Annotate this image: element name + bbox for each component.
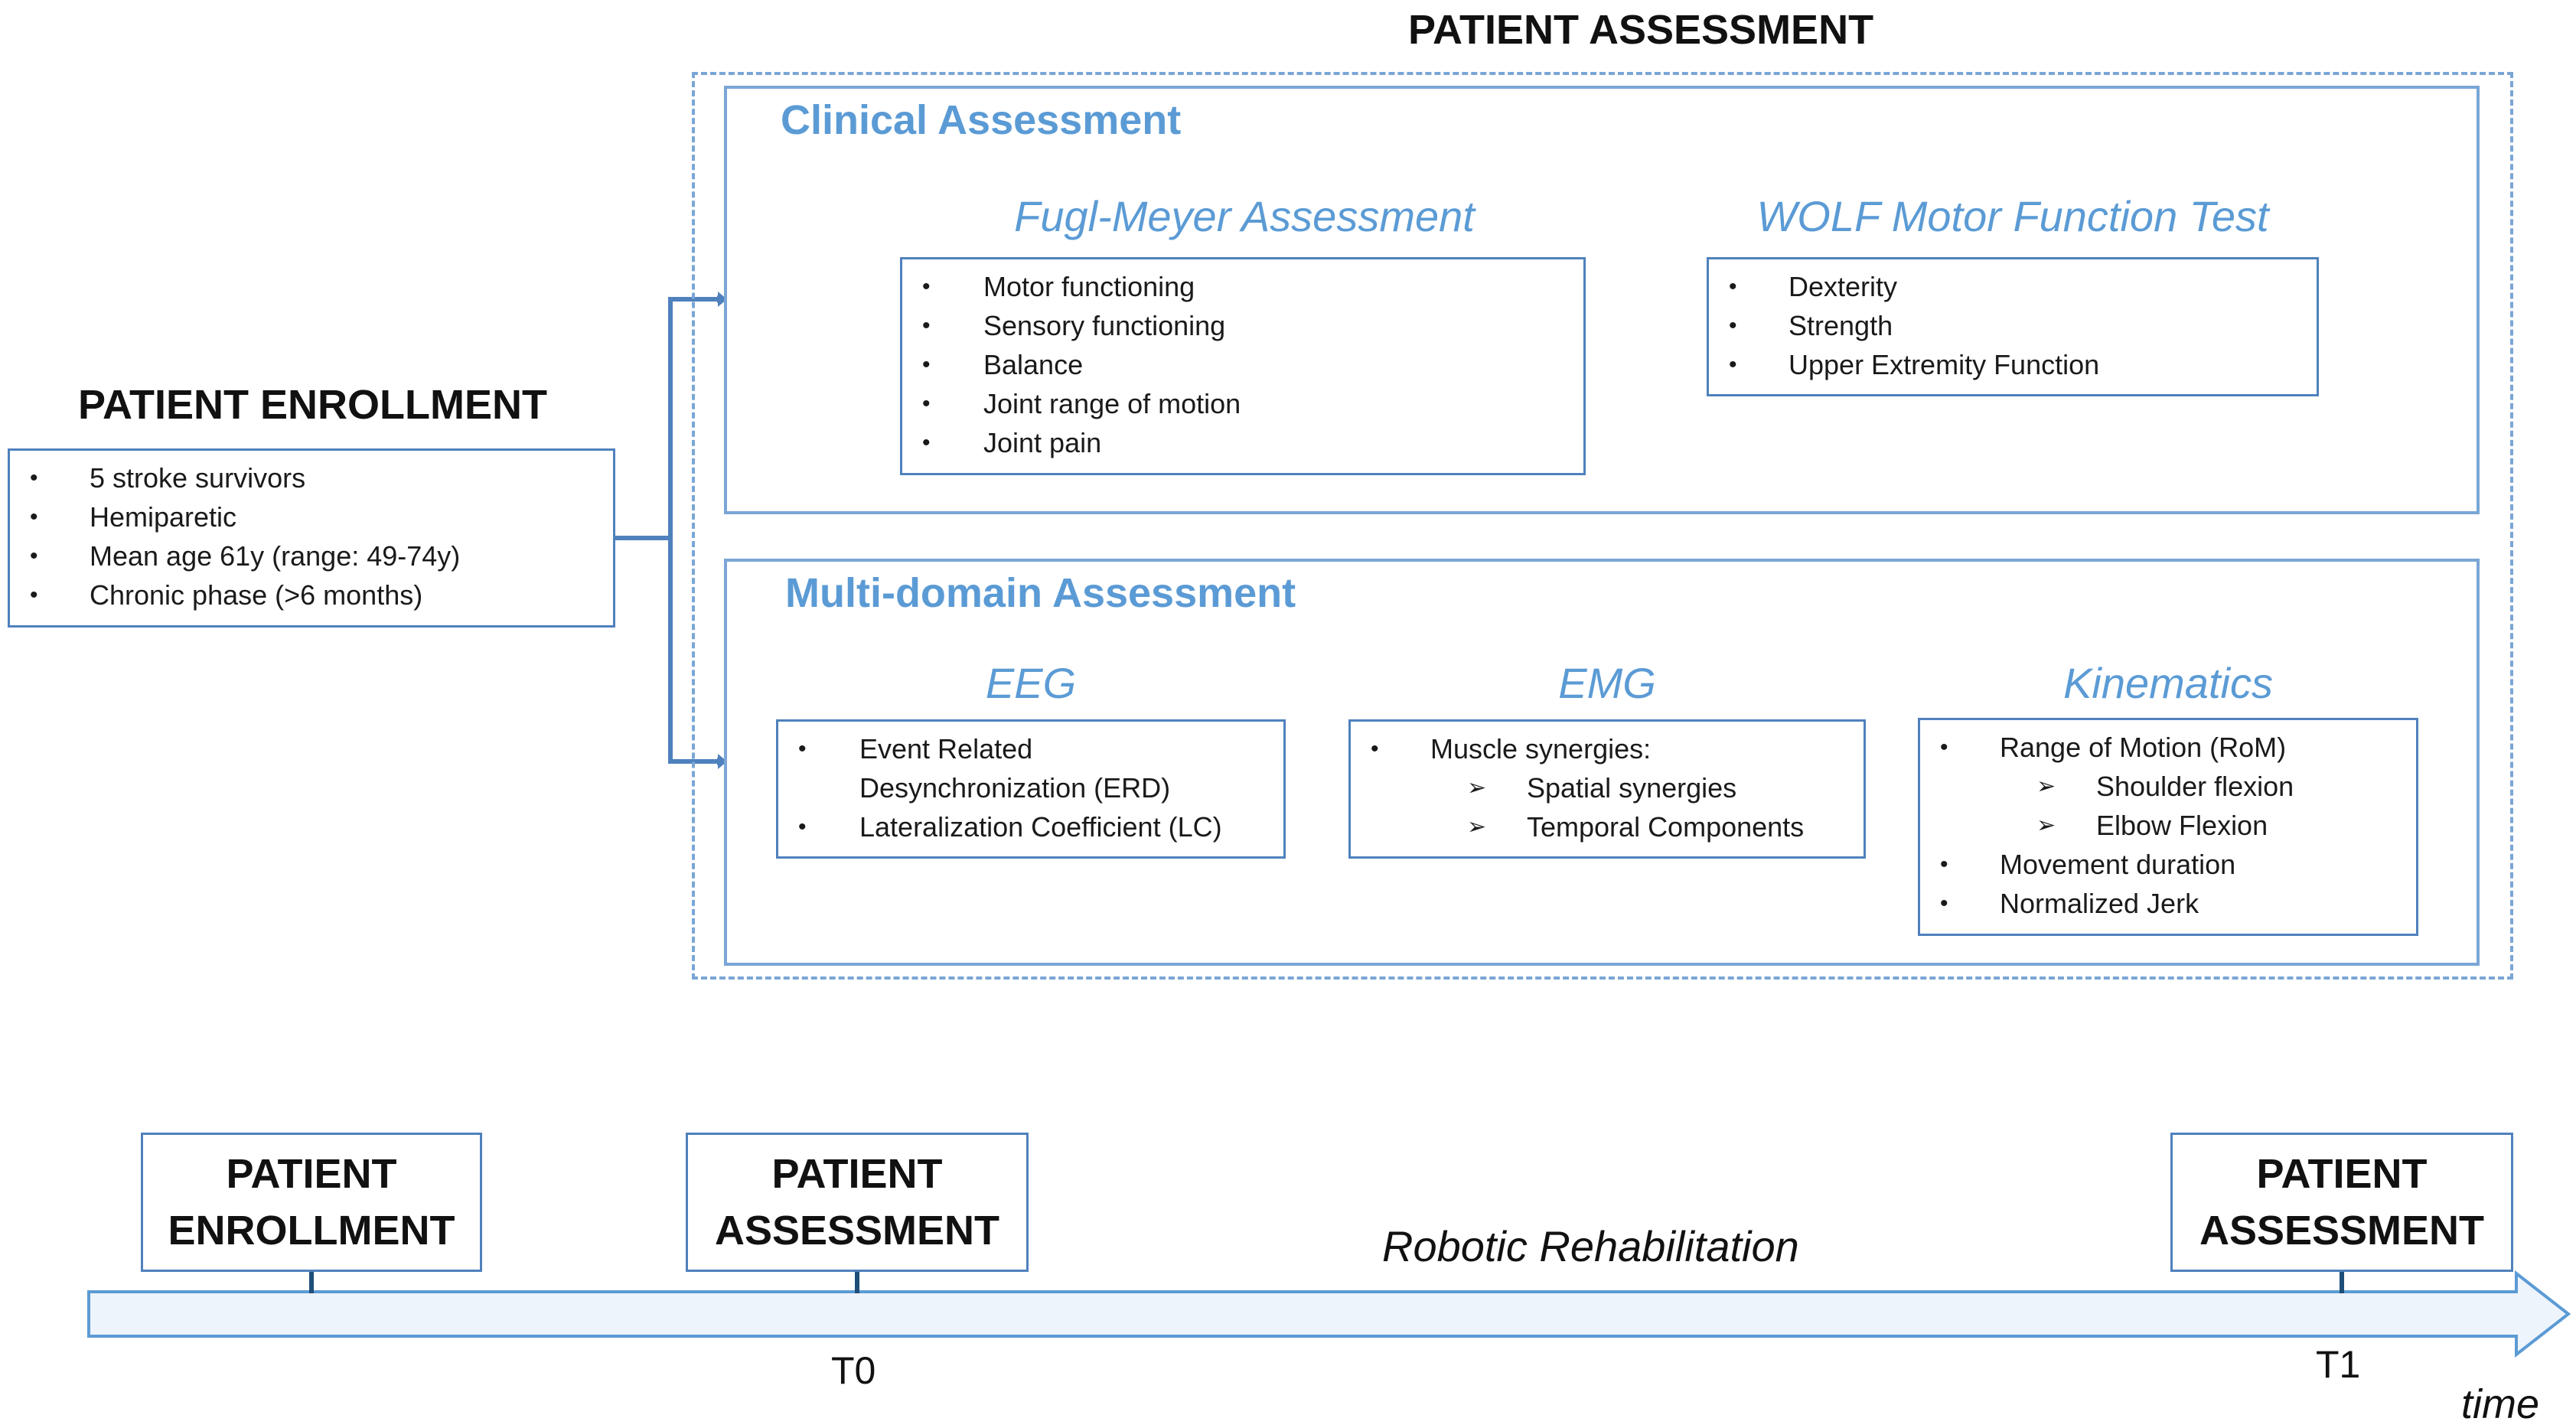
patient-enrollment-title: PATIENT ENROLLMENT xyxy=(78,382,547,428)
emg-box: •Muscle synergies: ➢Spatial synergies ➢T… xyxy=(1348,719,1866,859)
list-item: •Movement duration xyxy=(1940,849,2236,880)
eeg-title: EEG xyxy=(985,659,1077,707)
list-item: •Balance xyxy=(922,349,1084,380)
list-item: •Mean age 61y (range: 49-74y) xyxy=(30,540,461,572)
t1-label: T1 xyxy=(2316,1343,2361,1386)
list-item: •Upper Extremity Function xyxy=(1729,349,2100,380)
time-axis-label: time xyxy=(2461,1381,2540,1427)
list-item: •Event Related xyxy=(798,733,1033,765)
clinical-assessment-title: Clinical Assessment xyxy=(781,97,1182,143)
list-item: ➢Elbow Flexion xyxy=(1920,806,2416,845)
list-item: •Sensory functioning xyxy=(922,310,1226,341)
list-item: •Motor functioning xyxy=(922,271,1195,302)
list-item: ➢Shoulder flexion xyxy=(1920,767,2416,806)
assessment-container xyxy=(692,72,2513,980)
list-item: ➢Spatial synergies xyxy=(1351,768,1864,807)
fugl-meyer-box: •Motor functioning •Sensory functioning … xyxy=(900,257,1586,475)
list-item: •Dexterity xyxy=(1729,271,1898,302)
arrow-bullet-icon: ➢ xyxy=(1467,775,1487,800)
t0-label: T0 xyxy=(831,1349,876,1392)
timeline-enrollment-box: PATIENT ENROLLMENT xyxy=(141,1133,482,1272)
fugl-meyer-title: Fugl-Meyer Assessment xyxy=(1014,192,1475,240)
multidomain-assessment-title: Multi-domain Assessment xyxy=(785,570,1296,616)
list-item: •Chronic phase (>6 months) xyxy=(30,579,423,611)
timeline-assessment-t0-line2: ASSESSMENT xyxy=(714,1208,1000,1254)
timeline-assessment-t1-line2: ASSESSMENT xyxy=(2199,1208,2485,1254)
list-item: •Hemiparetic xyxy=(30,501,237,533)
list-item: •Normalized Jerk xyxy=(1940,888,2199,919)
arrow-bullet-icon: ➢ xyxy=(2036,774,2056,799)
emg-title: EMG xyxy=(1558,659,1656,707)
list-item: •Joint range of motion xyxy=(922,388,1241,419)
arrow-bullet-icon: ➢ xyxy=(1467,814,1487,840)
eeg-box: •Event Related Desynchronization (ERD) •… xyxy=(776,719,1286,859)
kinematics-title: Kinematics xyxy=(2063,659,2273,707)
list-item: •Lateralization Coefficient (LC) xyxy=(798,811,1222,843)
robotic-rehabilitation-label: Robotic Rehabilitation xyxy=(1382,1222,1799,1270)
list-item: •Muscle synergies: xyxy=(1371,733,1652,765)
timeline-assessment-t0-line1: PATIENT xyxy=(771,1151,943,1197)
timeline-assessment-t1-line1: PATIENT xyxy=(2256,1151,2428,1197)
patient-assessment-header: PATIENT ASSESSMENT xyxy=(1408,7,1874,53)
list-item: •Joint pain xyxy=(922,427,1102,458)
timeline-enrollment-line2: ENROLLMENT xyxy=(168,1208,455,1254)
timeline-arrow xyxy=(87,1270,2571,1358)
list-item: Desynchronization (ERD) xyxy=(859,772,1171,804)
timeline-assessment-t1-box: PATIENT ASSESSMENT xyxy=(2170,1133,2513,1272)
wolf-test-box: •Dexterity •Strength •Upper Extremity Fu… xyxy=(1707,257,2319,396)
wolf-test-title: WOLF Motor Function Test xyxy=(1756,192,2269,240)
list-item: •Range of Motion (RoM) xyxy=(1940,732,2287,763)
list-item: •5 stroke survivors xyxy=(30,462,306,494)
patient-enrollment-box: •5 stroke survivors •Hemiparetic •Mean a… xyxy=(8,448,615,628)
list-item: ➢Temporal Components xyxy=(1351,807,1864,846)
list-item: •Strength xyxy=(1729,310,1893,341)
timeline-assessment-t0-box: PATIENT ASSESSMENT xyxy=(686,1133,1029,1272)
timeline-enrollment-line1: PATIENT xyxy=(226,1151,397,1197)
kinematics-box: •Range of Motion (RoM) ➢Shoulder flexion… xyxy=(1918,718,2418,936)
arrow-bullet-icon: ➢ xyxy=(2036,813,2056,838)
